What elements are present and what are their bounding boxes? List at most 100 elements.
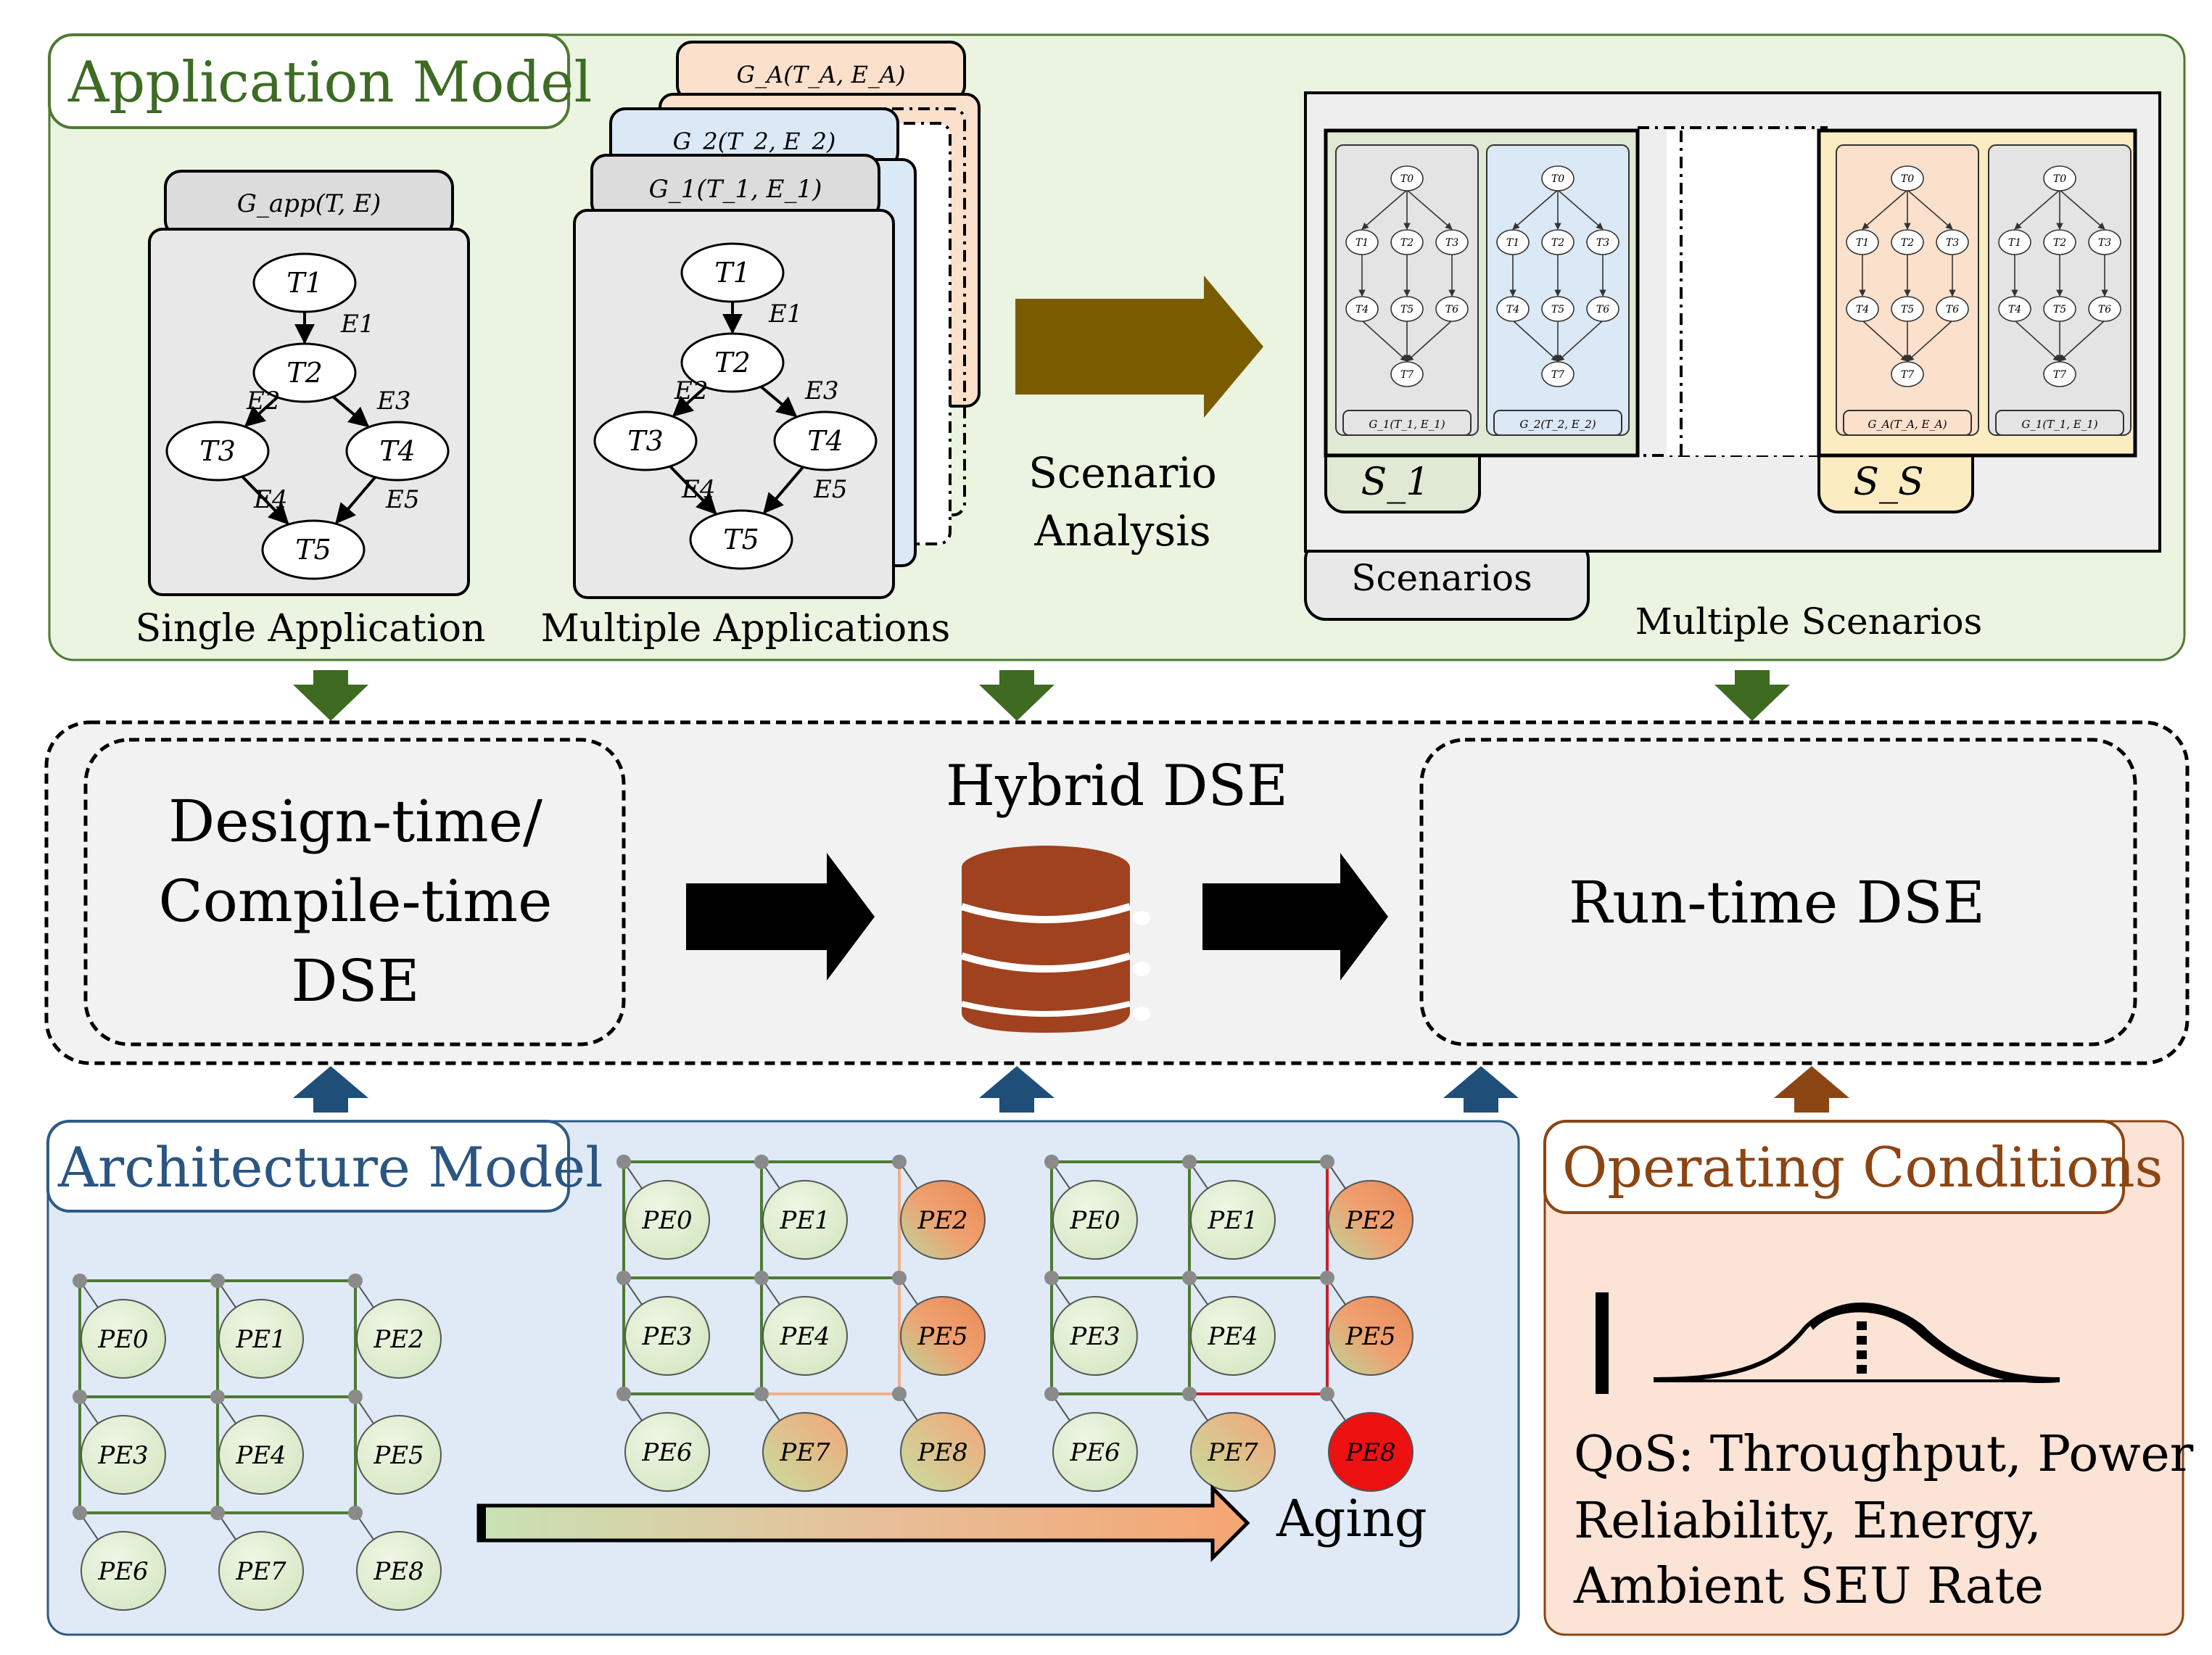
noc-router bbox=[754, 1271, 769, 1285]
mini-graph-node bbox=[1496, 229, 1530, 255]
single-graph-edge-label: E2 bbox=[246, 387, 280, 416]
mini-graph-node bbox=[1496, 296, 1530, 322]
noc-router bbox=[892, 1155, 907, 1169]
mini-graph-edge bbox=[2014, 189, 2060, 230]
multi-graph-node-label: T2 bbox=[714, 347, 751, 379]
mini-graph-node bbox=[1586, 229, 1619, 255]
mini-graph-node bbox=[2088, 296, 2121, 322]
mini-graph-node-label: T5 bbox=[2053, 304, 2066, 315]
pe-node bbox=[1190, 1296, 1276, 1376]
operating-conditions-title-box bbox=[1543, 1120, 2125, 1214]
mini-graph-edge bbox=[1361, 189, 1408, 230]
mini-graph-node bbox=[1541, 165, 1575, 191]
single-graph-node-label: T1 bbox=[286, 267, 323, 299]
noc-router bbox=[616, 1387, 631, 1401]
mini-graph-node-label: T3 bbox=[1445, 237, 1458, 249]
multi-graph-node-label: T5 bbox=[723, 524, 759, 556]
mini-graph-edge bbox=[1406, 320, 1453, 362]
mini-graph-edge bbox=[1406, 189, 1453, 230]
aging-arrow bbox=[476, 1483, 1250, 1563]
pe-node bbox=[81, 1299, 166, 1379]
pe-node bbox=[1328, 1296, 1414, 1376]
mini-graph-edge bbox=[2059, 320, 2105, 362]
pe-node bbox=[900, 1180, 986, 1260]
multi-graph-node bbox=[680, 332, 785, 393]
noc-router bbox=[1182, 1271, 1197, 1285]
seu-curve-icon bbox=[1596, 1292, 2060, 1394]
mini-graph-node bbox=[2088, 229, 2121, 255]
mini-graph-tab bbox=[1493, 410, 1622, 436]
design-time-line-3: DSE bbox=[291, 947, 419, 1015]
noc-router bbox=[1044, 1387, 1059, 1401]
mini-graph-edge bbox=[1361, 320, 1408, 362]
pe-node bbox=[1328, 1412, 1414, 1492]
scenarios-tab-label: Scenarios bbox=[1351, 557, 1532, 599]
mini-graph-node bbox=[1891, 296, 1924, 322]
mini-graph-node bbox=[1998, 296, 2031, 322]
noc-router bbox=[754, 1155, 769, 1169]
mini-graph-node-label: T1 bbox=[1856, 237, 1869, 249]
pe-label: PE5 bbox=[1345, 1322, 1395, 1351]
multi-graph-edge bbox=[672, 386, 706, 417]
application-model-title: Application Model bbox=[67, 50, 592, 115]
noc-router bbox=[1320, 1155, 1334, 1169]
mini-graph-node-label: T2 bbox=[1551, 237, 1564, 249]
mini-graph-edge bbox=[1862, 189, 1908, 230]
application-model-title-box bbox=[48, 33, 570, 129]
pe-label: PE1 bbox=[235, 1325, 286, 1354]
mini-graph-node-label: T1 bbox=[1506, 237, 1519, 249]
qos-line-1: QoS: Throughput, Power bbox=[1574, 1426, 2194, 1483]
mini-graph-node-label: T6 bbox=[1596, 304, 1609, 315]
multi-graph-edge-label: E5 bbox=[813, 475, 847, 504]
single-graph-edge bbox=[241, 475, 289, 525]
pe-label: PE3 bbox=[97, 1441, 148, 1470]
scenario-analysis-text-1: Scenario bbox=[1028, 448, 1217, 498]
mini-graph-edge bbox=[1557, 189, 1604, 230]
mini-graph-node bbox=[1390, 296, 1424, 322]
pe-label: PE2 bbox=[917, 1206, 967, 1235]
single-graph-edge-label: E3 bbox=[376, 387, 410, 416]
single-graph-node-label: T5 bbox=[295, 534, 331, 566]
design-time-dse-box bbox=[83, 738, 626, 1047]
multi-graph-edge bbox=[763, 466, 804, 514]
mini-graph-edge bbox=[2059, 189, 2105, 230]
architecture-model-title-box bbox=[46, 1120, 570, 1213]
pe-node bbox=[1190, 1180, 1276, 1260]
mini-graph-node-label: T7 bbox=[2053, 369, 2066, 381]
mini-graph-node-label: T6 bbox=[2098, 304, 2111, 315]
mini-graph-tab bbox=[1843, 410, 1972, 436]
pe-label: PE7 bbox=[779, 1438, 830, 1467]
mini-graph-node bbox=[1586, 296, 1619, 322]
model-to-dse-arrows bbox=[293, 670, 1790, 721]
mini-graph-node bbox=[1345, 296, 1379, 322]
single-application-graph: G_app(T, E) bbox=[148, 170, 470, 596]
pe-label: PE8 bbox=[1345, 1438, 1395, 1467]
mini-graph-node bbox=[1541, 296, 1575, 322]
mini-graph-node-label: T2 bbox=[1400, 237, 1414, 249]
single-graph-edge bbox=[331, 395, 370, 428]
mini-graph-node-label: T3 bbox=[1946, 237, 1959, 249]
pe-node bbox=[762, 1296, 848, 1376]
noc-router bbox=[1320, 1271, 1334, 1285]
mini-graph-node bbox=[1998, 229, 2031, 255]
mini-graph-node-label: T4 bbox=[1355, 304, 1369, 315]
pe-label: PE3 bbox=[641, 1322, 692, 1351]
pe-node bbox=[356, 1299, 442, 1379]
mini-graph-node bbox=[2043, 229, 2076, 255]
single-application-caption: Single Application bbox=[136, 607, 486, 651]
noc-router bbox=[754, 1387, 769, 1401]
single-graph-edge bbox=[335, 476, 376, 524]
stack-label-g2: G_2(T_2, E_2) bbox=[673, 128, 836, 155]
pe-label: PE6 bbox=[641, 1438, 692, 1467]
noc-router bbox=[616, 1271, 631, 1285]
scenario-s1-label: S_1 bbox=[1361, 461, 1430, 504]
single-graph-edge-label: E1 bbox=[340, 310, 374, 339]
pe-node bbox=[900, 1412, 986, 1492]
operating-conditions-title: Operating Conditions bbox=[1562, 1135, 2163, 1200]
noc-router bbox=[210, 1390, 225, 1404]
stack-label-g1: G_1(T_1, E_1) bbox=[649, 175, 822, 204]
pe-node bbox=[356, 1531, 442, 1611]
single-graph-edge-label: E5 bbox=[385, 485, 419, 514]
